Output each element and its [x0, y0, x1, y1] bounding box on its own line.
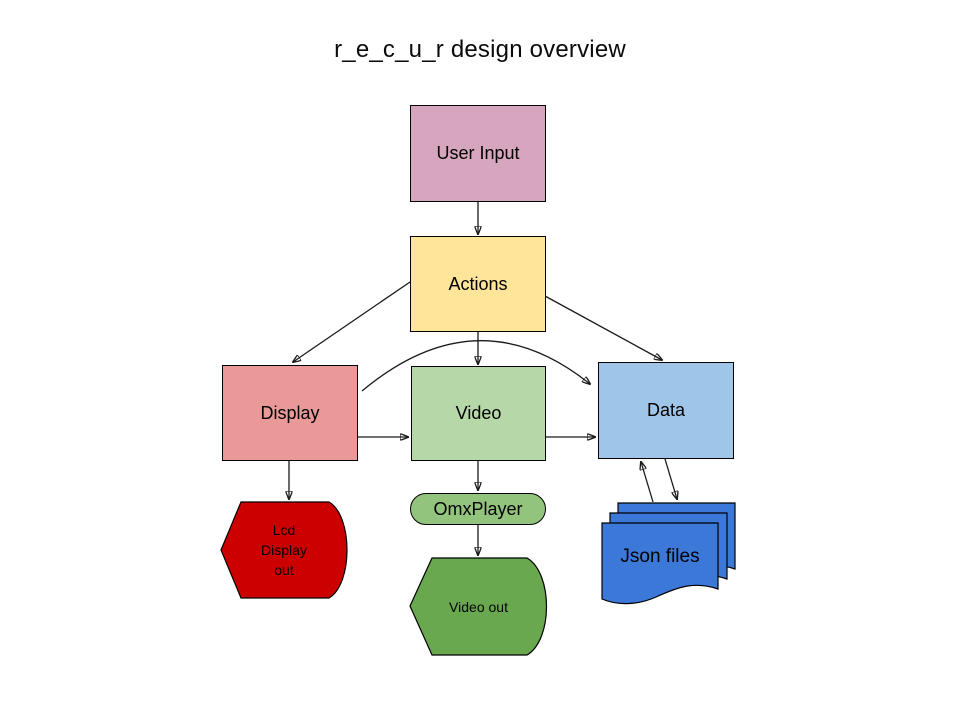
node-data: Data [598, 362, 734, 459]
node-video: Video [411, 366, 546, 461]
node-actions: Actions [410, 236, 546, 332]
node-lcd-out-label-line3: out [274, 562, 294, 578]
lcd-out-display-shape [220, 501, 348, 599]
node-display: Display [222, 365, 358, 461]
node-lcd-out-shape [220, 501, 348, 599]
json-document-front [601, 522, 719, 605]
node-user-input-label: User Input [436, 143, 520, 163]
node-json-files-label-box: Json files [602, 528, 718, 586]
node-video-out-shape [409, 557, 548, 656]
video-out-display-shape [409, 557, 548, 656]
node-actions-label: Actions [448, 273, 508, 294]
node-video-out-label-box: Video out [410, 558, 547, 655]
node-lcd-out-label-line1: Lcd [272, 522, 296, 538]
edge-display-to-data-curve [361, 340, 590, 392]
node-data-label: Data [646, 400, 686, 420]
edge-actions-to-display [293, 281, 411, 362]
node-lcd-out-label-box: Lcd Display out [221, 502, 347, 598]
node-lcd-out-label-line2: Display [261, 542, 307, 558]
node-video-out-label: Video out [449, 598, 508, 615]
edge-data-to-json-files [664, 458, 677, 499]
node-json-files-label: Json files [620, 546, 700, 567]
node-display-label: Display [260, 402, 320, 423]
edge-json-files-to-data [641, 462, 654, 503]
node-video-label: Video [455, 403, 502, 423]
diagram-title: r_e_c_u_r design overview [334, 36, 626, 63]
node-user-input: User Input [410, 105, 546, 202]
node-omxplayer-label: OmxPlayer [433, 498, 523, 519]
node-json-files-stack [601, 502, 736, 605]
edge-actions-to-data [544, 295, 662, 360]
node-omxplayer: OmxPlayer [410, 493, 546, 525]
